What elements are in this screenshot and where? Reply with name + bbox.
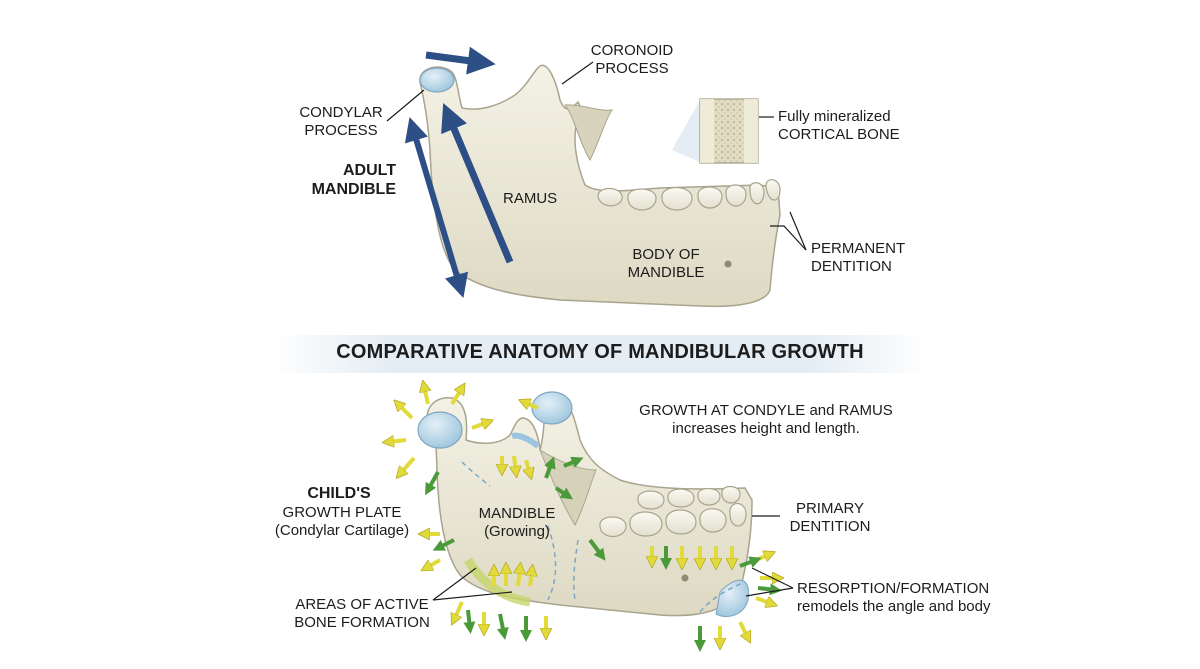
growth-plate-label: GROWTH PLATE (Condylar Cartilage) xyxy=(262,504,422,540)
child-leader-lines xyxy=(432,515,794,601)
primary-teeth xyxy=(599,485,747,538)
adult-sigmoid-notch xyxy=(564,104,614,162)
growth-arrows-yellow xyxy=(388,386,778,644)
title-band xyxy=(270,335,930,373)
resorption-line2: remodels the angle and body xyxy=(797,598,991,615)
growth-plate-line1: GROWTH PLATE xyxy=(282,504,402,521)
bone-formation-label: AREAS OF ACTIVE BONE FORMATION xyxy=(282,596,442,632)
bone-formation-zone xyxy=(464,557,531,607)
growth-zone-dashes xyxy=(461,461,746,613)
primary-dentition-line2: DENTITION xyxy=(789,518,871,535)
permanent-dentition-line1: PERMANENT xyxy=(811,240,906,257)
growth-plate-line2: (Condylar Cartilage) xyxy=(274,522,410,539)
resorption-line1: RESORPTION/FORMATION xyxy=(797,580,990,597)
ramus-label: RAMUS xyxy=(503,190,558,207)
coronoid-process-line2: PROCESS xyxy=(595,60,669,77)
adult-condyle-head xyxy=(419,67,455,93)
cortical-bone-line2: CORTICAL BONE xyxy=(778,126,900,143)
cortical-bone-inset xyxy=(699,98,759,164)
body-label-line2: MANDIBLE xyxy=(627,264,705,281)
adult-heading: ADULT MANDIBLE xyxy=(296,161,396,199)
body-label-line1: BODY OF xyxy=(632,246,700,263)
cortical-inset-pointer xyxy=(672,100,700,162)
child-second-condyle xyxy=(531,391,573,425)
adult-heading-line2: MANDIBLE xyxy=(311,181,396,199)
child-mental-foramen xyxy=(681,574,689,582)
bone-formation-line2: BONE FORMATION xyxy=(294,614,430,631)
coronoid-process-line1: CORONOID xyxy=(590,42,674,59)
adult-forward-vector-arrow xyxy=(425,46,496,75)
body-of-mandible-label: BODY OF MANDIBLE xyxy=(614,246,718,282)
growth-note-label: GROWTH AT CONDYLE and RAMUS increases he… xyxy=(626,402,906,438)
permanent-dentition-line2: DENTITION xyxy=(811,258,892,275)
bone-formation-line1: AREAS OF ACTIVE xyxy=(295,596,429,613)
permanent-teeth xyxy=(597,179,781,211)
growth-arrows-green xyxy=(425,456,782,652)
adult-height-double-arrow xyxy=(404,117,469,299)
condylar-process-line2: PROCESS xyxy=(304,122,378,139)
coronoid-process-label: CORONOID PROCESS xyxy=(582,42,682,78)
cortical-bone-label: Fully mineralized CORTICAL BONE xyxy=(778,108,900,144)
adult-heading-line1: ADULT xyxy=(342,162,396,179)
child-mandible xyxy=(388,386,794,652)
adult-leader-lines xyxy=(386,61,807,251)
growth-note-line2: increases height and length. xyxy=(672,420,860,437)
adult-mandible xyxy=(386,46,807,308)
child-chin-cartilage xyxy=(715,579,750,617)
primary-dentition-label: PRIMARY DENTITION xyxy=(780,500,880,536)
child-mandible-label: MANDIBLE (Growing) xyxy=(467,505,567,541)
cortical-bone-line1: Fully mineralized xyxy=(778,108,891,125)
child-mandible-line1: MANDIBLE xyxy=(478,505,556,522)
primary-dentition-line1: PRIMARY xyxy=(795,500,865,517)
child-heading: CHILD'S xyxy=(307,485,371,502)
page-title: COMPARATIVE ANATOMY OF MANDIBULAR GROWTH xyxy=(336,341,864,363)
permanent-dentition-label: PERMANENT DENTITION xyxy=(811,240,905,276)
coronoid-cartilage xyxy=(511,432,540,449)
child-condyle-cartilage xyxy=(417,411,463,449)
growth-note-line1: GROWTH AT CONDYLE and RAMUS xyxy=(639,402,893,419)
resorption-label: RESORPTION/FORMATION remodels the angle … xyxy=(797,580,990,616)
mental-foramen xyxy=(724,260,732,268)
condylar-process-line1: CONDYLAR xyxy=(299,104,383,121)
child-mandible-line2: (Growing) xyxy=(484,523,550,540)
condylar-process-label: CONDYLAR PROCESS xyxy=(287,104,395,140)
